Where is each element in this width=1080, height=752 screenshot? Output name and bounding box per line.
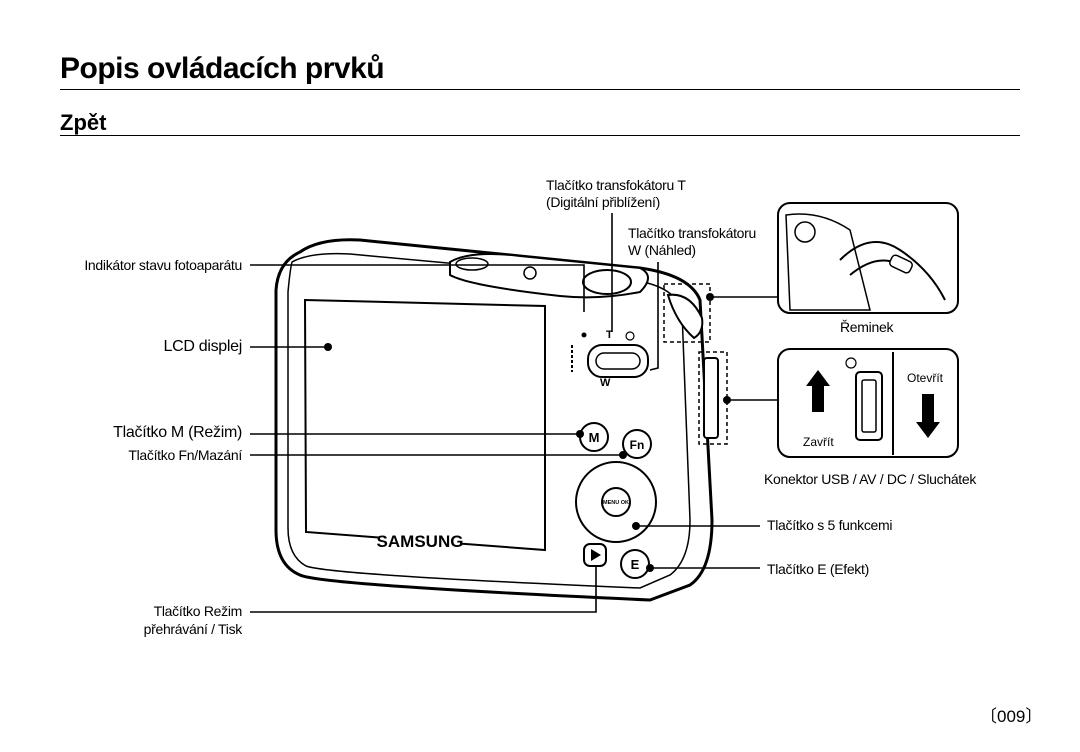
- zoom-t-label-2: (Digitální přiblížení): [546, 194, 660, 210]
- brand-area: [380, 525, 460, 549]
- connector-inset: Otevřít Zavřít: [777, 348, 959, 458]
- section-rule: [60, 135, 1020, 136]
- leader-dots: [324, 293, 731, 572]
- brand-logo: SAMSUNG: [377, 532, 464, 551]
- e-button-text: Tlačítko E (Efekt): [767, 561, 869, 577]
- five-function-label: Tlačítko s 5 funkcemi: [767, 517, 893, 533]
- page-number: 〔009〕: [980, 707, 1043, 726]
- fn-button-text: Tlačítko Fn/Mazání: [128, 447, 242, 463]
- page-number-value: 009: [997, 707, 1026, 726]
- connector-label: Konektor USB / AV / DC / Sluchátek: [764, 471, 977, 487]
- zoom-t-label-1: Tlačítko transfokátoru T: [546, 177, 686, 193]
- lcd-label: LCD displej: [163, 338, 242, 355]
- fn-button[interactable]: [622, 429, 652, 459]
- strap-label: Řeminek: [840, 319, 894, 335]
- section-title: Zpět: [60, 110, 107, 135]
- strap-inset: [777, 202, 959, 314]
- m-button-label: M: [589, 430, 600, 445]
- status-led: [581, 332, 587, 338]
- zoom-w-mark: W: [600, 377, 611, 389]
- zoom-t-mark: T: [606, 329, 613, 341]
- play-icon: [591, 549, 601, 561]
- page-title: Popis ovládacích prvků: [60, 52, 385, 85]
- strap-lug-callout: [663, 283, 711, 343]
- e-button[interactable]: [620, 549, 650, 579]
- leader-lines: [250, 213, 778, 613]
- zoom-w-label-1: Tlačítko transfokátoru: [628, 225, 757, 241]
- menu-ok-button[interactable]: [601, 487, 631, 517]
- close-label: Zavřít: [803, 435, 834, 449]
- playback-label-2: přehrávání / Tisk: [143, 621, 243, 637]
- open-label: Otevřít: [907, 371, 944, 385]
- port-cover[interactable]: [703, 357, 719, 439]
- arrow-up-icon: [806, 370, 830, 412]
- arrow-down-icon: [916, 394, 940, 438]
- mode-button-label: Tlačítko M (Režim): [113, 424, 242, 441]
- playback-label-1: Tlačítko Režim: [153, 603, 243, 619]
- fn-button-label: Fn: [630, 438, 645, 452]
- menu-ok-label: MENU OK: [603, 500, 629, 506]
- camera-illustration: SAMSUNG T W M Fn MENU OK E: [274, 238, 728, 602]
- e-button-label: E: [631, 557, 640, 572]
- zoom-w-label-2: W (Náhled): [628, 242, 696, 258]
- title-rule: [60, 89, 1020, 90]
- magnifier-icon: [625, 331, 635, 341]
- status-indicator-label: Indikátor stavu fotoaparátu: [84, 257, 242, 273]
- plus-icon: [845, 357, 857, 369]
